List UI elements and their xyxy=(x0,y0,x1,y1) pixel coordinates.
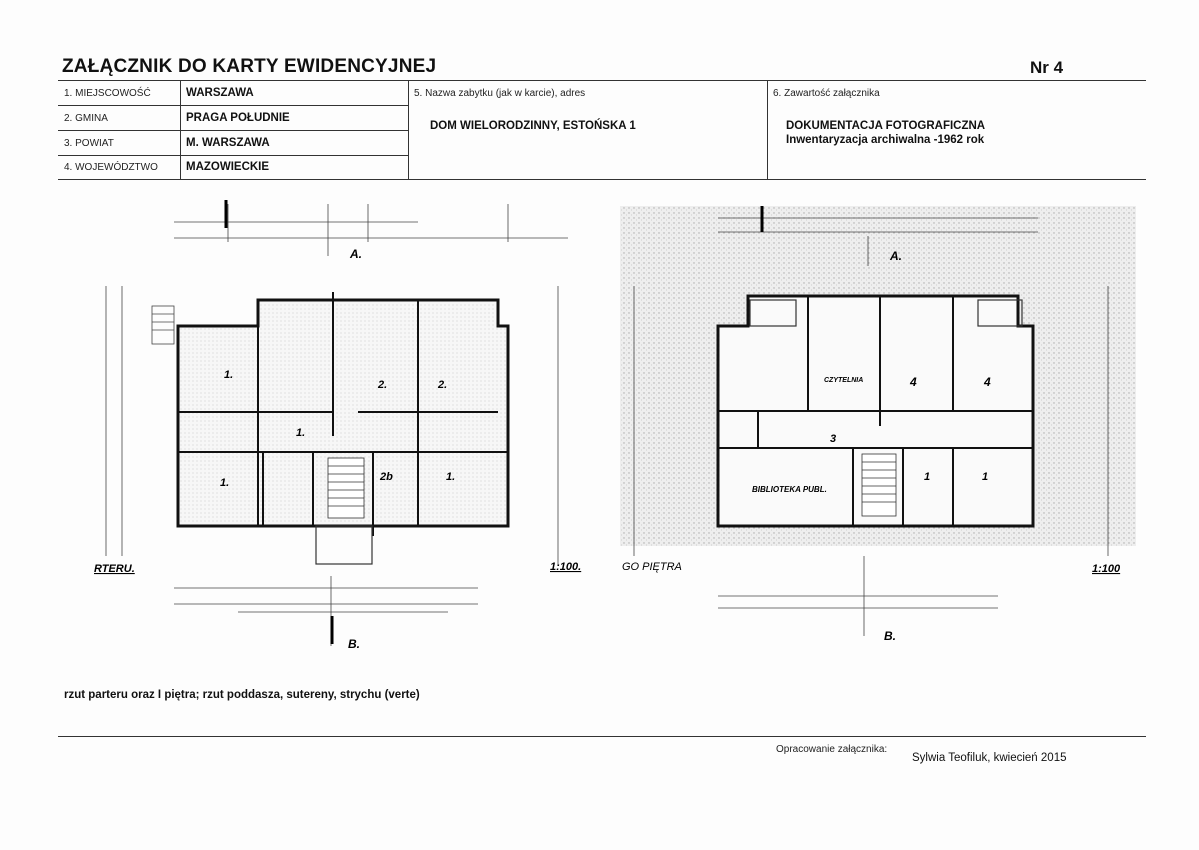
plan-scale: 1:100 xyxy=(1092,563,1121,575)
room-label: 1 xyxy=(924,471,930,483)
room-label: 1. xyxy=(446,471,455,483)
title-underline xyxy=(58,80,1146,81)
room-label: 1. xyxy=(220,477,229,489)
monument-label: 5. Nazwa zabytku (jak w karcie), adres xyxy=(414,88,586,99)
credit-label: Opracowanie załącznika: xyxy=(776,744,888,755)
field-label-wojewodztwo: 4. WOJEWÓDZTWO xyxy=(64,162,158,173)
staircase xyxy=(327,457,365,519)
credit-value: Sylwia Teofiluk, kwiecień 2015 xyxy=(912,752,1067,764)
contents-line2: Inwentaryzacja archiwalna -1962 rok xyxy=(786,134,985,146)
room-label: BIBLIOTEKA PUBL. xyxy=(752,485,827,494)
section-label-bottom: B. xyxy=(348,637,360,651)
field-value-wojewodztwo: MAZOWIECKIE xyxy=(186,161,270,173)
section-label-top: A. xyxy=(349,247,362,261)
field-value-miejscowosc: WARSZAWA xyxy=(186,87,254,99)
staircase xyxy=(861,453,897,517)
monument-value: DOM WIELORODZINNY, ESTOŃSKA 1 xyxy=(430,120,636,132)
balcony-left xyxy=(749,299,797,327)
room-label: 1. xyxy=(296,427,305,439)
footer-divider xyxy=(58,736,1146,737)
room-label: 3 xyxy=(830,433,836,445)
attachment-caption: rzut parteru oraz I piętra; rzut poddasz… xyxy=(64,689,420,701)
side-stairs xyxy=(151,305,175,345)
field-value-gmina: PRAGA POŁUDNIE xyxy=(186,112,290,124)
section-label-top: A. xyxy=(889,249,902,263)
plan-name: RTERU. xyxy=(94,563,135,575)
plan-scale: 1:100. xyxy=(550,561,581,573)
balcony-right xyxy=(977,299,1023,327)
room-label: 4 xyxy=(983,375,991,389)
field-label-powiat: 3. POWIAT xyxy=(64,138,114,149)
contents-label: 6. Zawartość załącznika xyxy=(773,88,880,99)
field-label-gmina: 2. GMINA xyxy=(64,113,108,124)
ground-floor-plan: A. B. 1. 2. 2. 1. 1. 2b 1. RTERU. xyxy=(94,200,581,651)
room-label: CZYTELNIA xyxy=(824,377,863,384)
entrance-porch xyxy=(315,525,373,565)
attachment-number: Nr 4 xyxy=(1030,58,1064,77)
first-floor-plan: A. B. CZYTELNIA 4 4 3 BIBLIOTEKA PUBL. 1… xyxy=(620,206,1136,643)
section-label-bottom: B. xyxy=(884,629,896,643)
contents-line1: DOKUMENTACJA FOTOGRAFICZNA xyxy=(786,120,986,132)
room-label: 4 xyxy=(909,375,917,389)
room-label: 2. xyxy=(377,379,387,391)
room-label: 2b xyxy=(379,471,393,483)
field-value-powiat: M. WARSZAWA xyxy=(186,137,270,149)
plan-name: GO PIĘTRA xyxy=(622,561,682,573)
room-label: 1 xyxy=(982,471,988,483)
field-label-miejscowosc: 1. MIEJSCOWOŚĆ xyxy=(64,88,151,99)
room-label: 1. xyxy=(224,369,233,381)
document-title: ZAŁĄCZNIK DO KARTY EWIDENCYJNEJ xyxy=(62,56,437,77)
room-label: 2. xyxy=(437,379,447,391)
